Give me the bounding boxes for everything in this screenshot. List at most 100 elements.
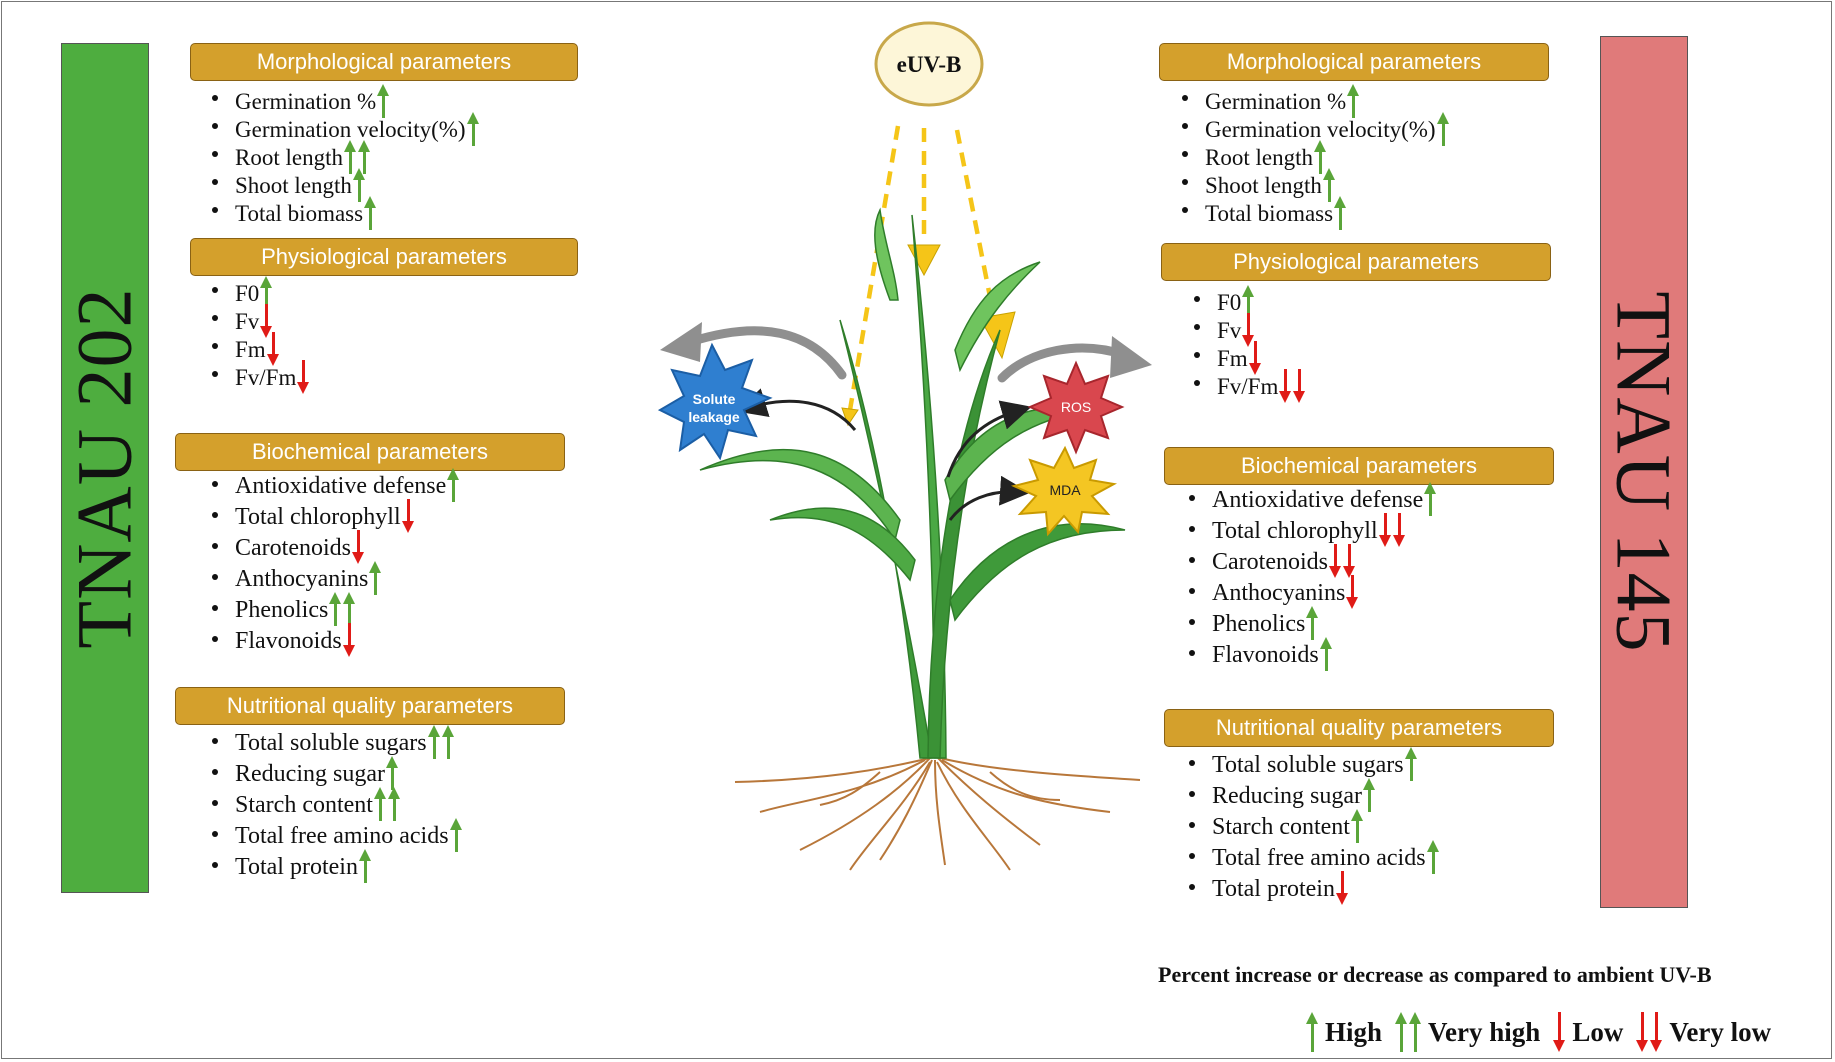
parameter-name: Germination %: [1205, 89, 1347, 114]
parameter-name: Total protein: [235, 854, 358, 880]
increase-arrow-icon: [358, 849, 372, 883]
left-nutritional-header: Nutritional quality parameters: [175, 687, 565, 725]
decrease-arrow-icon: [1293, 369, 1306, 403]
plant-leaves: [699, 207, 1126, 759]
parameter-name: Flavonoids: [1212, 642, 1319, 668]
legend-very-low-arrow-icon: [1650, 1012, 1663, 1052]
parameter-name: Germination velocity(%): [1205, 117, 1436, 142]
legend: High Very high Low Very low: [1305, 1008, 1783, 1056]
decrease-arrow-icon: [1392, 513, 1406, 547]
parameter-item: Flavonoids: [210, 623, 460, 657]
solute-label-line1: Solute: [693, 391, 736, 407]
parameter-name: Root length: [235, 145, 343, 170]
parameter-item: Phenolics: [210, 592, 460, 626]
gray-curved-arrows: [660, 322, 1152, 383]
increase-arrow-icon: [427, 725, 441, 759]
parameter-item: Total free amino acids: [210, 818, 463, 852]
parameter-item: Total chlorophyll: [1187, 513, 1437, 547]
parameter-item: F0: [1192, 285, 1306, 319]
parameter-item: Fv: [1192, 313, 1306, 347]
parameter-item: Fv/Fm: [1192, 369, 1306, 403]
parameter-item: Fm: [1192, 341, 1306, 375]
parameter-name: Root length: [1205, 145, 1313, 170]
decrease-arrow-icon: [260, 304, 273, 338]
parameter-name: Reducing sugar: [235, 761, 385, 787]
left-biochemical-header: Biochemical parameters: [175, 433, 565, 471]
increase-arrow-icon: [387, 787, 401, 821]
increase-arrow-icon: [369, 561, 382, 595]
solute-leakage-burst: Solute leakage: [657, 342, 773, 461]
increase-arrow-icon: [1319, 637, 1333, 671]
cultivar-bar-tnau-145: TNAU 145: [1600, 36, 1688, 908]
left-morphological-list: Germination %Germination velocity(%)Root…: [210, 84, 480, 230]
legend-very-high-arrow-icon: [1395, 1012, 1408, 1052]
increase-arrow-icon: [1347, 84, 1360, 118]
decrease-arrow-icon: [1328, 544, 1342, 578]
parameter-name: Fv: [1217, 318, 1242, 343]
increase-arrow-icon: [1242, 285, 1255, 319]
legend-low-arrow-icon: [1553, 1012, 1566, 1052]
parameter-item: Antioxidative defense: [1187, 482, 1437, 516]
parameter-item: Starch content: [1187, 809, 1440, 843]
parameter-name: Phenolics: [235, 597, 329, 623]
parameter-item: Total biomass: [1180, 196, 1450, 230]
decrease-arrow-icon: [401, 499, 415, 533]
increase-arrow-icon: [447, 468, 460, 502]
parameter-name: Carotenoids: [235, 535, 351, 561]
decrease-arrow-icon: [1335, 871, 1349, 905]
legend-very-high-arrow-icon: [1409, 1012, 1422, 1052]
decrease-arrow-icon: [1279, 369, 1292, 403]
decrease-arrow-icon: [1346, 575, 1359, 609]
parameter-item: Shoot length: [1180, 168, 1450, 202]
increase-arrow-icon: [373, 787, 387, 821]
parameter-name: Fm: [1217, 346, 1248, 371]
parameter-item: Total protein: [1187, 871, 1440, 905]
mda-label: MDA: [1049, 482, 1081, 498]
parameter-name: Reducing sugar: [1212, 783, 1362, 809]
parameter-item: Anthocyanins: [1187, 575, 1437, 609]
parameter-name: Total free amino acids: [1212, 845, 1426, 871]
legend-low-label: Low: [1572, 1016, 1624, 1047]
parameter-name: Flavonoids: [235, 628, 342, 654]
parameter-name: Anthocyanins: [235, 566, 369, 592]
increase-arrow-icon: [1313, 140, 1327, 174]
increase-arrow-icon: [352, 168, 366, 202]
increase-arrow-icon: [343, 592, 356, 626]
parameter-name: F0: [235, 281, 260, 306]
black-effect-arrows: [736, 388, 1032, 521]
parameter-item: Root length: [210, 140, 480, 174]
parameter-name: Carotenoids: [1212, 549, 1328, 575]
left-physiological-header: Physiological parameters: [190, 238, 578, 276]
decrease-arrow-icon: [266, 332, 280, 366]
legend-very-low-arrow-icon: [1636, 1012, 1649, 1052]
parameter-name: Antioxidative defense: [1212, 487, 1424, 513]
ros-label: ROS: [1061, 399, 1091, 415]
increase-arrow-icon: [357, 140, 371, 174]
parameter-item: Total biomass: [210, 196, 480, 230]
parameter-item: Phenolics: [1187, 606, 1437, 640]
ros-burst: ROS: [1027, 360, 1125, 455]
parameter-name: Shoot length: [1205, 173, 1322, 198]
legend-high-arrow-icon: [1306, 1012, 1319, 1052]
parameter-item: Root length: [1180, 140, 1450, 174]
left-morphological-header: Morphological parameters: [190, 43, 578, 81]
parameter-name: Germination velocity(%): [235, 117, 466, 142]
parameter-name: Fv/Fm: [1217, 374, 1279, 399]
parameter-item: Antioxidative defense: [210, 468, 460, 502]
parameter-item: Anthocyanins: [210, 561, 460, 595]
parameter-name: Starch content: [1212, 814, 1350, 840]
parameter-item: Total soluble sugars: [1187, 747, 1440, 781]
parameter-item: Total free amino acids: [1187, 840, 1440, 874]
parameter-item: Total chlorophyll: [210, 499, 460, 533]
parameter-item: Germination velocity(%): [210, 112, 480, 146]
parameter-name: Total chlorophyll: [1212, 518, 1378, 544]
parameter-item: Reducing sugar: [210, 756, 463, 790]
parameter-item: Shoot length: [210, 168, 480, 202]
legend-very-high-label: Very high: [1428, 1016, 1541, 1047]
increase-arrow-icon: [1334, 196, 1347, 230]
